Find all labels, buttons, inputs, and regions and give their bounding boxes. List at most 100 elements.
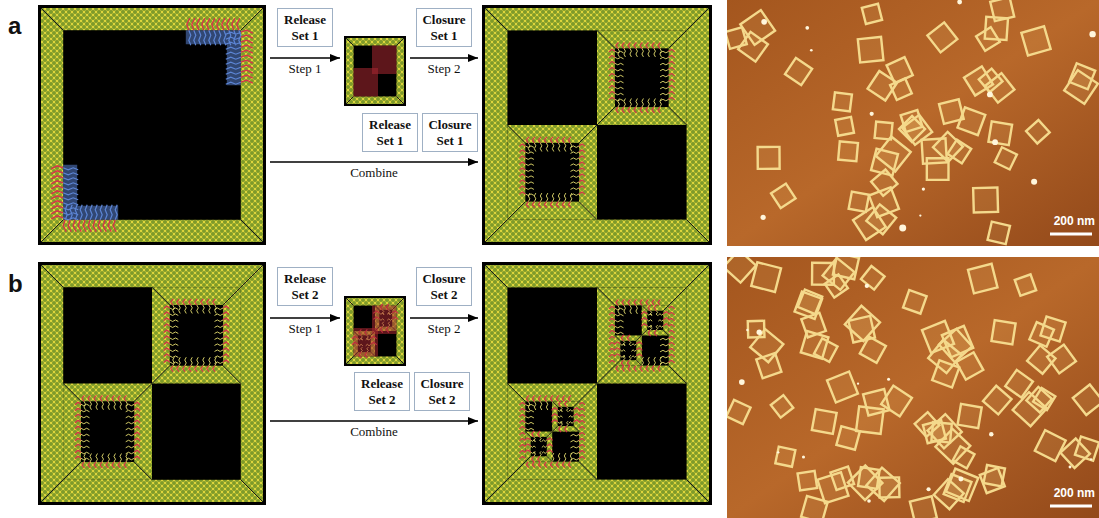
afm-origami — [973, 188, 998, 213]
afm-particle — [761, 19, 767, 25]
origami-cavity — [170, 305, 223, 366]
afm-origami — [1073, 384, 1099, 415]
afm-origami-outline — [848, 316, 875, 343]
lattice-seam — [597, 107, 615, 125]
origami-lattice — [41, 8, 263, 242]
afm-origami-outline — [833, 92, 852, 111]
afm-origami-outline — [958, 404, 982, 428]
afm-origami — [910, 496, 937, 518]
afm-particle — [992, 139, 998, 145]
staple-strands — [519, 137, 585, 208]
origami-model — [482, 5, 712, 245]
step-label: Combine — [350, 166, 398, 181]
staple-strands — [647, 311, 663, 330]
afm-origami — [1035, 430, 1066, 461]
afm-origami-outline — [991, 320, 1015, 344]
afm-origami-outline — [957, 107, 985, 135]
staple-strands — [558, 407, 574, 426]
process-box: Closure Set 2 — [414, 372, 470, 411]
lattice-seam — [134, 462, 152, 480]
afm-origami-outline — [849, 192, 869, 212]
afm-origami-outline — [785, 58, 812, 85]
afm-origami-outline — [928, 340, 961, 373]
afm-origami — [758, 147, 780, 169]
lattice-seam — [396, 298, 404, 306]
afm-particle — [810, 49, 813, 52]
lattice-seam — [41, 8, 63, 30]
step-arrow — [410, 317, 478, 318]
afm-particle — [746, 329, 748, 331]
lattice-seam — [152, 366, 170, 384]
staple-strands — [620, 341, 636, 360]
afm-particle — [958, 477, 963, 482]
lattice-seam — [507, 202, 525, 220]
origami-cavity — [507, 287, 686, 479]
box-label: Release Set 1 — [367, 117, 413, 148]
afm-particle — [857, 383, 859, 385]
afm-particle — [919, 214, 921, 216]
afm-origami-outline — [1047, 345, 1076, 374]
afm-origami-outline — [771, 184, 796, 209]
afm-origami — [861, 266, 885, 290]
origami-cavity — [615, 48, 669, 107]
afm-origami — [835, 117, 854, 136]
afm-origami — [988, 121, 1012, 145]
origami-lattice — [41, 265, 263, 502]
staple-strands — [525, 143, 579, 202]
origami-cavity — [63, 30, 241, 220]
lattice-seam — [485, 8, 507, 30]
afm-origami-outline — [1021, 26, 1050, 55]
lattice-seam — [396, 38, 404, 46]
afm-origami-outline — [1035, 430, 1066, 461]
afm-particle — [1090, 458, 1092, 460]
lattice-seam — [669, 107, 687, 125]
afm-background — [727, 257, 1099, 518]
lattice-seam — [615, 335, 620, 340]
origami-lattice — [507, 125, 597, 220]
process-box: Release Set 2 — [354, 372, 410, 411]
afm-origami-outline — [758, 147, 780, 169]
box-label: Release Set 2 — [359, 376, 405, 407]
afm-origami — [1005, 370, 1033, 398]
afm-origami-outline — [983, 386, 1012, 415]
lattice-seam — [547, 456, 552, 461]
origami-cavity — [525, 401, 579, 461]
release-strand-overlay — [51, 18, 253, 232]
origami-lattice — [346, 38, 404, 104]
afm-origami — [881, 386, 912, 417]
lattice-seam — [134, 384, 152, 402]
afm-origami-outline — [988, 121, 1012, 145]
afm-particle — [922, 187, 925, 190]
afm-particle — [989, 432, 993, 436]
lattice-seam — [642, 305, 647, 310]
lattice-seam — [223, 366, 241, 384]
process-box: Closure Set 1 — [416, 8, 472, 47]
lattice-seam — [669, 287, 687, 305]
afm-origami-outline — [812, 409, 837, 434]
afm-origami-outline — [775, 447, 795, 467]
release-strands — [189, 30, 241, 84]
afm-origami — [775, 447, 795, 467]
afm-origami-outline — [953, 446, 975, 468]
lattice-seam — [507, 462, 525, 480]
afm-origami — [983, 386, 1012, 415]
box-label: Release Set 1 — [282, 12, 328, 43]
strand-overlay — [354, 328, 378, 356]
staple-strands — [81, 401, 134, 462]
afm-origami — [817, 472, 848, 503]
staple-strands — [615, 305, 669, 365]
origami-lattice — [615, 335, 642, 365]
afm-origami-outline — [1005, 370, 1033, 398]
step-label: Combine — [350, 425, 398, 440]
lattice-seam — [63, 384, 81, 402]
box-label: Closure Set 2 — [421, 271, 467, 302]
step-label: Step 2 — [428, 322, 461, 337]
afm-origami — [964, 66, 993, 95]
staple-strands — [75, 395, 140, 468]
step-label: Step 1 — [289, 62, 322, 77]
lattice-seam — [485, 480, 507, 502]
afm-origami — [957, 107, 985, 135]
lattice-seam — [687, 480, 709, 502]
afm-origami-outline — [927, 158, 949, 180]
